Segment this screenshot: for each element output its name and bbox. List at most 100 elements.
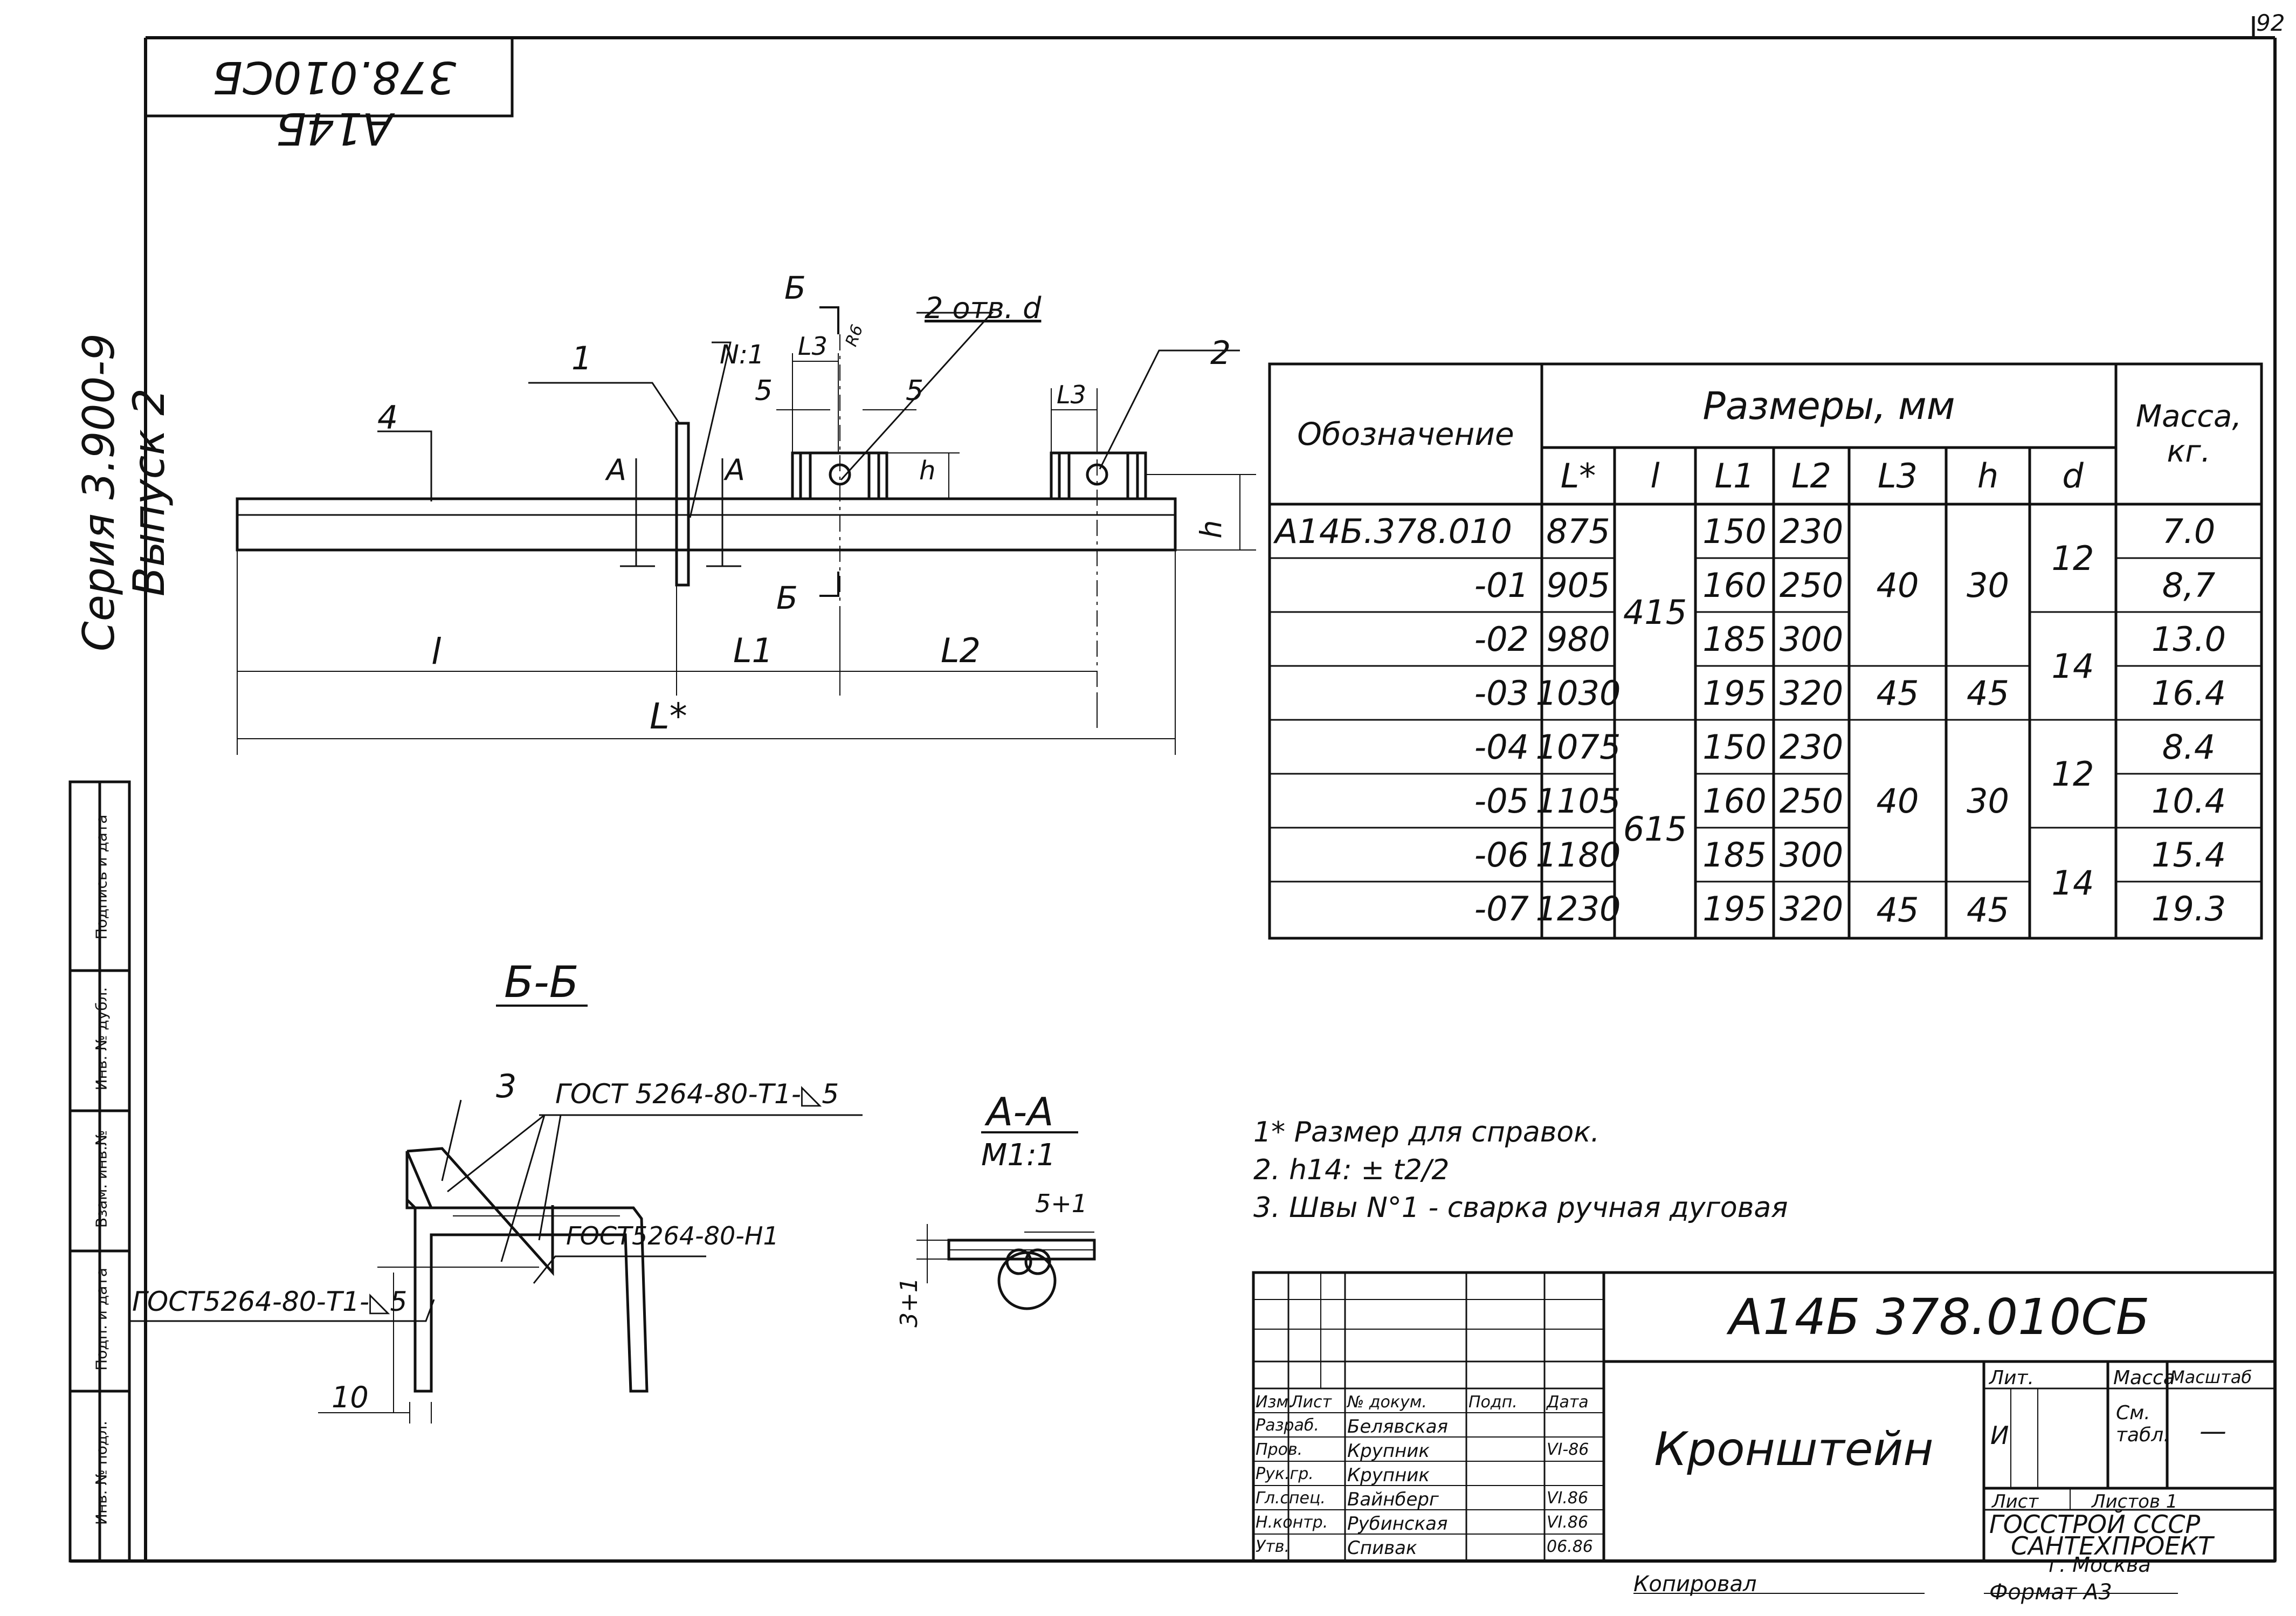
table-cell-L2: 300: [1779, 835, 1844, 875]
note-3: 3. Швы N°1 - сварка ручная дуговая: [1253, 1192, 1788, 1224]
table-cell-L: 1230: [1535, 889, 1621, 929]
title-block-name: Рубинская: [1347, 1513, 1448, 1535]
title-block-date: 06.86: [1547, 1537, 1593, 1556]
label-part-3: 3: [496, 1068, 517, 1105]
title-block-header-col: № докум.: [1347, 1393, 1427, 1412]
table-merged-h-c: 30: [1967, 781, 2009, 821]
table-cell-L: 1180: [1535, 835, 1621, 875]
note-2: 2. h14: ± t2/2: [1253, 1154, 1450, 1186]
title-block-header-col: Подп.: [1468, 1393, 1518, 1412]
org-line-1: ГОССТРОЙ СССР: [1989, 1510, 2201, 1539]
table-cell-des: -02: [1474, 619, 1529, 659]
table-cell-L1: 150: [1702, 727, 1767, 767]
page-number: 92: [2256, 10, 2285, 36]
table-merged-d-d: 14: [2051, 863, 2094, 903]
copied-label: Копировал: [1633, 1572, 1757, 1597]
table-merged-l3-b: 45: [1876, 673, 1919, 713]
table-cell-L1: 185: [1702, 619, 1767, 659]
org-line-3: г. Москва: [2049, 1553, 2151, 1577]
table-merged-l3-d: 45: [1876, 890, 1919, 930]
label-l3-a: L3: [798, 332, 828, 361]
dim-l2: L2: [941, 631, 981, 670]
title-block-header-col: Изм.: [1256, 1393, 1294, 1412]
label-a-right: A: [725, 453, 745, 487]
title-block-date: VI.86: [1547, 1489, 1589, 1508]
rotated-doc-stamp: А14Б 378.010СБ: [212, 51, 457, 154]
table-cell-L: 1075: [1535, 727, 1621, 767]
section-aa-scale: М1:1: [981, 1138, 1056, 1173]
series-label: Серия 3.900-9 Выпуск 2: [74, 333, 174, 652]
org-line-2: САНТЕХПРОЕКТ: [2011, 1531, 2214, 1560]
table-cell-des: -05: [1474, 781, 1529, 821]
table-subheader: L1: [1714, 456, 1755, 496]
table-cell-des: -04: [1474, 727, 1529, 767]
table-cell-L1: 160: [1702, 565, 1767, 605]
table-cell-mass: 16.4: [2151, 673, 2226, 713]
table-merged-l-a: 415: [1623, 592, 1687, 632]
dim-3-plus-1: 3+1: [895, 1277, 923, 1328]
title-block-role: Разраб.: [1256, 1416, 1319, 1435]
label-b-top: Б: [784, 270, 806, 306]
side-col-podp-data: Подп. и дата: [92, 1268, 111, 1371]
table-subheader: d: [2062, 456, 2084, 496]
table-cell-L2: 250: [1779, 781, 1844, 821]
table-cell-L: 875: [1546, 511, 1610, 551]
table-merged-l-b: 615: [1623, 809, 1687, 849]
label-5-b: 5: [906, 375, 924, 407]
table-cell-L: 1105: [1535, 781, 1621, 821]
table-subheader: h: [1977, 456, 1999, 496]
table-header-designation: Обозначение: [1297, 416, 1514, 452]
table-cell-mass: 8,7: [2162, 565, 2216, 605]
scale-label: Масштаб: [2170, 1367, 2252, 1387]
dim-l: l: [431, 631, 442, 672]
sheet-label: Лист: [1992, 1491, 2039, 1512]
title-block-role: Гл.спец.: [1256, 1489, 1326, 1508]
table-cell-L1: 195: [1702, 673, 1767, 713]
table-cell-L1: 150: [1702, 511, 1767, 551]
table-cell-L1: 195: [1702, 889, 1767, 929]
table-merged-d-c: 12: [2051, 754, 2094, 794]
table-merged-h-d: 45: [1967, 890, 2009, 930]
table-cell-mass: 7.0: [2162, 511, 2216, 551]
title-block-role: Рук.гр.: [1256, 1464, 1314, 1483]
title-block-name: Крупник: [1347, 1464, 1430, 1486]
table-cell-L1: 185: [1702, 835, 1767, 875]
table-merged-h-a: 30: [1967, 565, 2009, 605]
title-block-name: Спивак: [1347, 1537, 1417, 1559]
label-part-2: 2: [1210, 334, 1231, 372]
table-cell-L2: 320: [1779, 889, 1844, 929]
title-block-header-col: Дата: [1547, 1393, 1589, 1412]
table-cell-L: 905: [1546, 565, 1610, 605]
section-bb-title: Б-Б: [504, 957, 579, 1007]
table-cell-mass: 19.3: [2151, 889, 2226, 929]
lit-label: Лит.: [1989, 1367, 2034, 1389]
title-part-name: Кронштейн: [1654, 1422, 1934, 1476]
scale-value: —: [2200, 1415, 2226, 1447]
dim-10: 10: [332, 1380, 369, 1414]
label-5-a: 5: [755, 375, 773, 407]
dim-L-star: L*: [650, 696, 687, 737]
label-weld-no: N:1: [720, 340, 764, 370]
side-col-inv-podl: Инв. № подл.: [92, 1420, 111, 1525]
note-1: 1* Размер для справок.: [1253, 1116, 1600, 1149]
label-part-4: 4: [377, 399, 398, 437]
label-a-left: A: [606, 453, 626, 487]
table-subheader: L*: [1560, 456, 1596, 496]
title-block-name: Вайнберг: [1347, 1489, 1439, 1510]
title-block-role: Пров.: [1256, 1440, 1303, 1459]
table-merged-d-a: 12: [2051, 538, 2094, 578]
table-cell-L2: 230: [1779, 511, 1844, 551]
lit-value: И: [1990, 1421, 2009, 1450]
label-part-1: 1: [571, 340, 592, 377]
side-col-podpis-data: Подпись и дата: [92, 814, 111, 940]
table-header-mass: Масса, кг.: [2135, 399, 2242, 469]
table-header-dims: Размеры, мм: [1702, 383, 1955, 428]
table-cell-des: А14Б.378.010: [1275, 511, 1512, 551]
title-block-role: Н.контр.: [1256, 1513, 1328, 1532]
table-subheader: l: [1650, 456, 1660, 496]
title-block-role: Утв.: [1256, 1537, 1290, 1556]
title-block-name: Белявская: [1347, 1416, 1448, 1438]
section-aa-title: А-А: [987, 1089, 1054, 1134]
mass-value: См. табл.: [2116, 1402, 2170, 1446]
